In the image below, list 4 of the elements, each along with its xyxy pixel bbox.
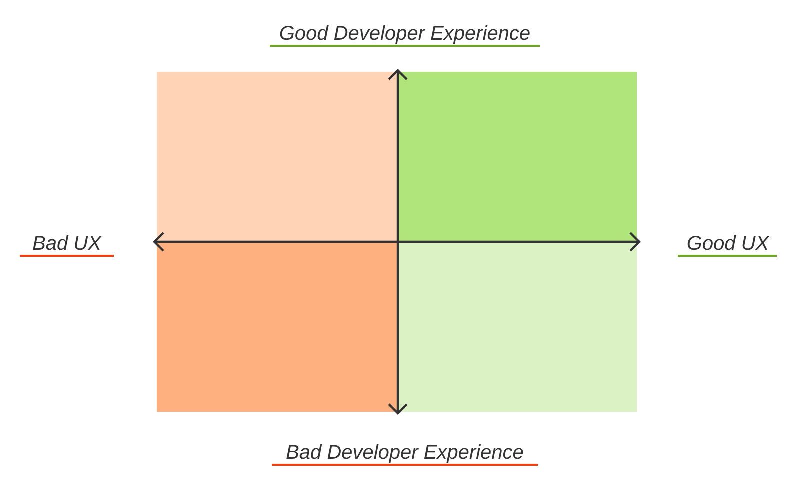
- axis-label: Good Developer Experience: [280, 26, 530, 44]
- axis-label: Bad UX: [33, 236, 102, 250]
- axis-label: Bad Developer Experience: [286, 444, 524, 464]
- axis-label: Good UX: [688, 236, 770, 250]
